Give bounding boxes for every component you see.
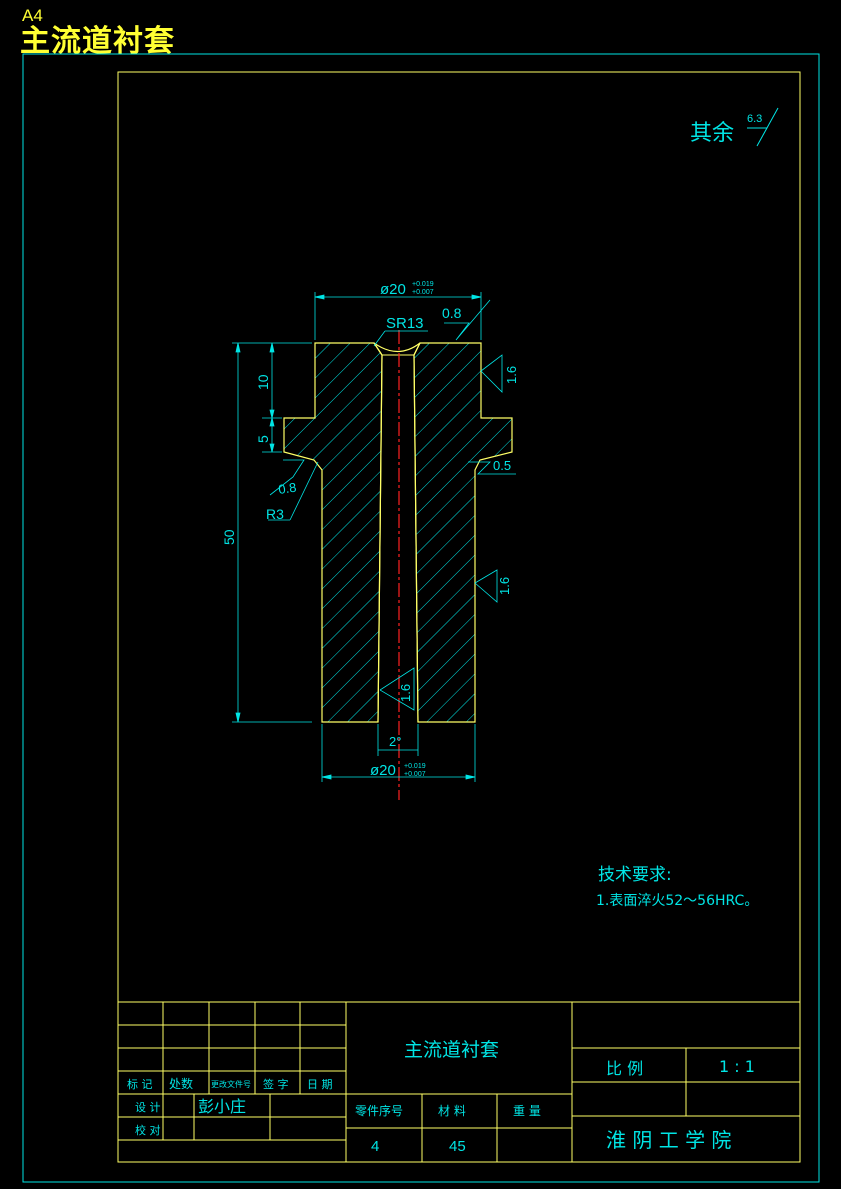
scale-value: 1 : 1 bbox=[719, 1057, 755, 1076]
outer-border bbox=[22, 53, 820, 1183]
part-no-value: 4 bbox=[371, 1138, 379, 1155]
top-roughness-value: 0.8 bbox=[442, 305, 462, 321]
part-section bbox=[283, 330, 513, 800]
material-value: 45 bbox=[449, 1138, 466, 1155]
top-diameter-label: ø20 bbox=[380, 281, 406, 298]
scale-label: 比 例 bbox=[606, 1059, 643, 1078]
right-roughness-lower: 1.6 bbox=[497, 577, 512, 595]
designer-name: 彭小庄 bbox=[198, 1097, 246, 1116]
sheet-size-label: A4 bbox=[22, 6, 43, 25]
dimensions bbox=[232, 292, 516, 782]
bore-roughness: 1.6 bbox=[398, 684, 413, 702]
header-doc: 更改文件号 bbox=[211, 1079, 251, 1089]
sphere-radius-label: SR13 bbox=[386, 315, 424, 332]
part-no-label: 零件序号 bbox=[355, 1103, 403, 1118]
material-label: 材 料 bbox=[438, 1104, 466, 1118]
right-hatched-section bbox=[413, 342, 513, 723]
weight-label: 重 量 bbox=[513, 1104, 541, 1118]
bottom-tol-upper: +0.019 bbox=[404, 763, 426, 770]
part-name: 主流道衬套 bbox=[404, 1039, 499, 1061]
fillet-radius-label: R3 bbox=[266, 506, 284, 522]
design-label: 设 计 bbox=[135, 1101, 161, 1114]
top-tol-upper: +0.019 bbox=[412, 281, 434, 288]
header-date: 日 期 bbox=[307, 1078, 333, 1091]
title-block-texts: 主流道衬套 比 例 1 : 1 标 记 处数 更改文件号 签 字 日 期 设 计… bbox=[127, 1039, 755, 1155]
check-label: 校 对 bbox=[135, 1123, 161, 1137]
roughness-note-label: 其余 bbox=[690, 121, 734, 146]
height-flange-top: 10 bbox=[255, 374, 271, 390]
left-hatched-section bbox=[283, 342, 383, 723]
header-sign: 签 字 bbox=[263, 1077, 289, 1091]
sheet-title: 主流道衬套 bbox=[20, 24, 175, 59]
right-roughness-upper: 1.6 bbox=[504, 366, 519, 384]
height-flange: 5 bbox=[255, 435, 271, 443]
bottom-diameter-label: ø20 bbox=[370, 762, 396, 779]
left-roughness-value: 0.8 bbox=[277, 480, 297, 497]
height-total: 50 bbox=[221, 529, 237, 545]
taper-angle-label: 2° bbox=[389, 734, 401, 749]
header-count: 处数 bbox=[169, 1076, 193, 1091]
top-tol-lower: +0.007 bbox=[412, 289, 434, 296]
header-mark: 标 记 bbox=[127, 1077, 153, 1091]
tech-req-heading: 技术要求: bbox=[598, 865, 672, 885]
institution-name: 淮 阴 工 学 院 bbox=[606, 1128, 731, 1152]
tech-req-item-1: 1.表面淬火52～56HRC。 bbox=[596, 893, 758, 909]
bottom-tol-lower: +0.007 bbox=[404, 771, 426, 778]
general-roughness-note: 其余 6.3 bbox=[690, 107, 779, 147]
roughness-note-value: 6.3 bbox=[747, 113, 762, 125]
shoulder-roughness-value: 0.5 bbox=[493, 458, 511, 473]
title-block bbox=[117, 1001, 801, 1163]
